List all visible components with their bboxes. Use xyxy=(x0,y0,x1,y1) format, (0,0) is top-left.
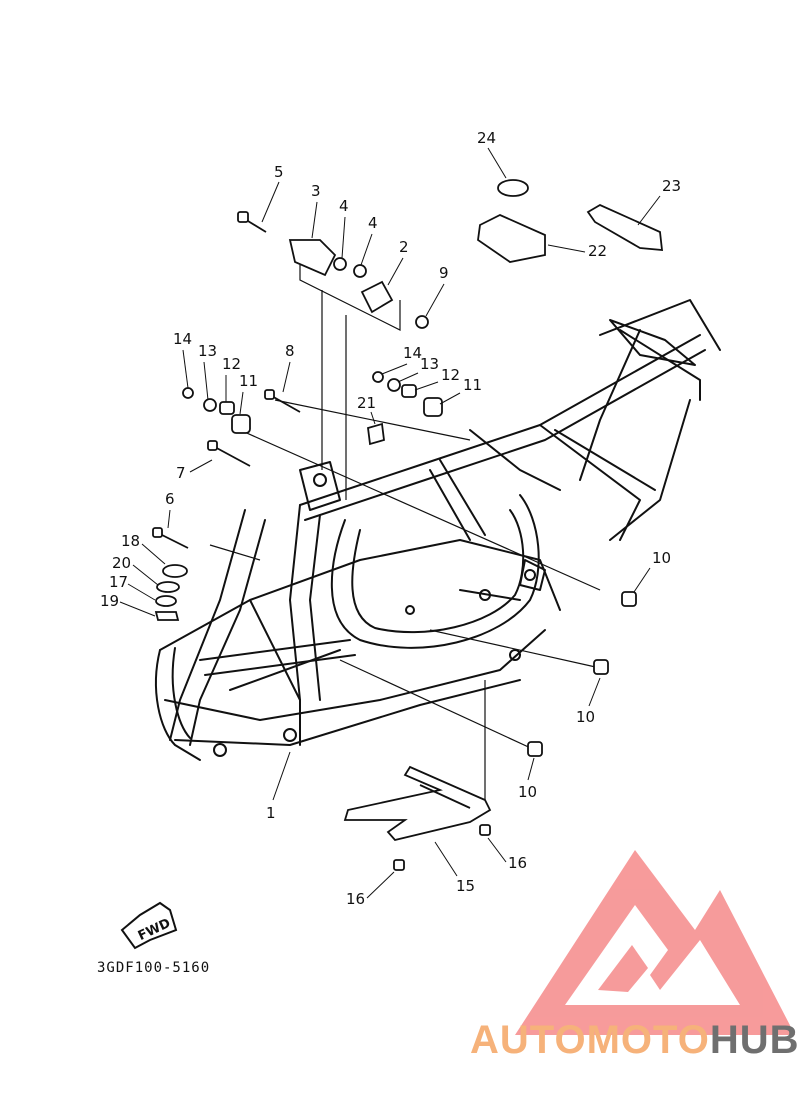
callout-13a: 13 xyxy=(198,342,217,360)
fwd-arrow: FWD xyxy=(120,901,178,950)
callout-11b: 11 xyxy=(463,376,482,394)
callouts: 1 2 3 4 4 5 6 7 8 9 10 10 10 11 11 12 12… xyxy=(100,129,681,908)
callout-10c: 10 xyxy=(518,783,537,801)
callout-18: 18 xyxy=(121,532,140,550)
callout-3: 3 xyxy=(311,182,321,200)
callout-5: 5 xyxy=(274,163,284,181)
callout-17: 17 xyxy=(109,573,128,591)
callout-1: 1 xyxy=(266,804,276,822)
watermark-logo xyxy=(515,850,795,1035)
diagram-code: 3GDF100-5160 xyxy=(97,960,211,976)
callout-8: 8 xyxy=(285,342,295,360)
callout-20: 20 xyxy=(112,554,131,572)
callout-23: 23 xyxy=(662,177,681,195)
callout-2: 2 xyxy=(399,238,409,256)
callout-22: 22 xyxy=(588,242,607,260)
watermark-text-part1: AUTOMOTO xyxy=(470,1018,710,1062)
callout-12a: 12 xyxy=(222,355,241,373)
callout-4b: 4 xyxy=(368,214,378,232)
callout-11a: 11 xyxy=(239,372,258,390)
callout-7: 7 xyxy=(176,464,186,482)
callout-6: 6 xyxy=(165,490,175,508)
frame-main xyxy=(154,299,721,761)
callout-19: 19 xyxy=(100,592,119,610)
callout-9: 9 xyxy=(439,264,449,282)
callout-13b: 13 xyxy=(420,355,439,373)
callout-12b: 12 xyxy=(441,366,460,384)
callout-ticks xyxy=(119,147,661,899)
callout-14a: 14 xyxy=(173,330,192,348)
callout-15: 15 xyxy=(456,877,475,895)
callout-24: 24 xyxy=(477,129,496,147)
callout-14b: 14 xyxy=(403,344,422,362)
leader-lines xyxy=(209,265,601,810)
hardware-parts xyxy=(152,179,664,871)
watermark-text: AUTOMOTOHUB xyxy=(470,1018,800,1063)
callout-16b: 16 xyxy=(346,890,365,908)
callout-21: 21 xyxy=(357,394,376,412)
callout-10a: 10 xyxy=(652,549,671,567)
callout-4a: 4 xyxy=(339,197,349,215)
callout-16a: 16 xyxy=(508,854,527,872)
callout-10b: 10 xyxy=(576,708,595,726)
watermark-text-part2: HUB xyxy=(709,1018,800,1062)
